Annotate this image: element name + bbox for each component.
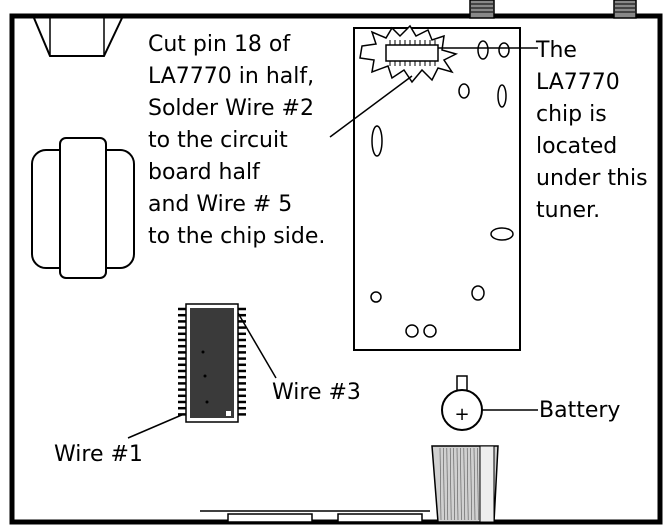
wire-1-leader-line xyxy=(127,413,185,439)
ribbon-strand xyxy=(470,447,472,521)
chip-location-line: located xyxy=(536,134,617,159)
chip-location-line: The xyxy=(535,38,577,63)
cut-instruction-line: to the chip side. xyxy=(148,224,325,249)
tuner-hole xyxy=(477,40,489,60)
ribbon-strand xyxy=(466,447,469,521)
board-enclosure-outline xyxy=(9,13,663,525)
cut-instruction-line: board half xyxy=(148,160,261,185)
tuner-hole xyxy=(471,285,485,301)
chip-location-line: chip is xyxy=(536,102,607,127)
tuner-hole xyxy=(458,83,470,99)
tuner-hole xyxy=(498,42,510,58)
chip-location-line: LA7770 xyxy=(536,70,620,95)
bottom-edge-connector xyxy=(200,510,430,523)
ribbon-strand xyxy=(473,447,476,521)
battery-label: Battery xyxy=(539,398,620,423)
battery-component: + xyxy=(441,375,483,431)
ribbon-strand xyxy=(449,447,452,521)
ribbon-cable xyxy=(431,445,499,523)
battery-plus-symbol: + xyxy=(454,404,469,425)
ribbon-strand xyxy=(456,447,459,521)
la7770-chip xyxy=(385,40,439,66)
tuner-hole xyxy=(371,125,383,157)
ribbon-strand xyxy=(463,447,466,521)
cut-instruction-leader-line xyxy=(329,75,413,138)
tuner-hole xyxy=(497,84,507,108)
tuner-hole xyxy=(370,291,382,303)
threaded-post-right xyxy=(613,0,637,19)
cut-instruction-line: Solder Wire #2 xyxy=(148,96,314,121)
cut-instruction-line: Cut pin 18 of xyxy=(148,32,291,57)
ribbon-strand xyxy=(439,447,442,521)
chip-location-line: tuner. xyxy=(536,198,600,223)
ribbon-strand xyxy=(443,447,445,521)
cut-instruction-label: Cut pin 18 of LA7770 in half, Solder Wir… xyxy=(148,32,325,249)
cut-instruction-line: and Wire # 5 xyxy=(148,192,292,217)
tuner-hole xyxy=(423,324,437,338)
wire-3-leader-line xyxy=(237,312,277,379)
dip-ic-chip xyxy=(178,303,246,423)
wire-1-label: Wire #1 xyxy=(54,442,143,467)
top-left-bracket xyxy=(33,17,123,57)
cut-instruction-line: LA7770 in half, xyxy=(148,64,314,89)
threaded-post-left xyxy=(469,0,495,19)
tuner-module xyxy=(353,24,521,351)
transformer-component xyxy=(31,137,135,279)
ribbon-strand xyxy=(446,447,449,521)
tuner-hole xyxy=(405,324,419,338)
cut-instruction-line: to the circuit xyxy=(148,128,288,153)
ribbon-strand xyxy=(453,447,455,521)
chip-location-line: under this xyxy=(536,166,648,191)
ribbon-strand xyxy=(460,447,462,521)
wire-3-label: Wire #3 xyxy=(272,380,361,405)
chip-location-label: The LA7770 chip is located under this tu… xyxy=(535,38,655,223)
ribbon-strand xyxy=(477,447,479,521)
tuner-hole xyxy=(490,227,514,241)
